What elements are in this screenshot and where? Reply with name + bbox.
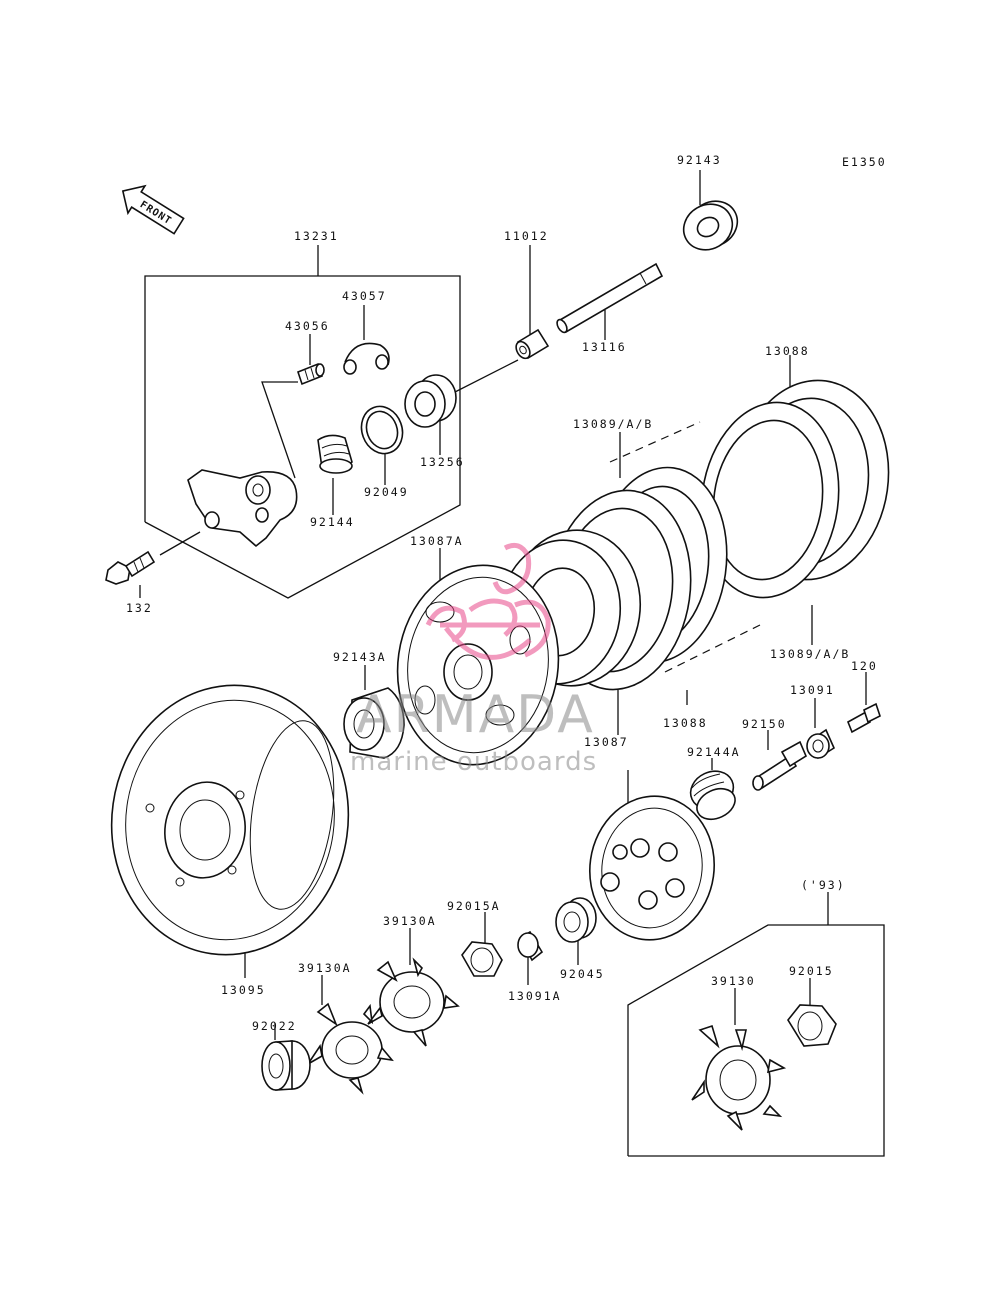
label-13256: 13256	[420, 455, 465, 469]
label-13088-bottom: 13088	[663, 716, 708, 730]
part-43056-fitting	[297, 362, 325, 386]
variant-box-93	[627, 924, 885, 1157]
label-92049: 92049	[364, 485, 409, 499]
part-92144-boot	[317, 434, 353, 474]
label-43056: 43056	[285, 319, 330, 333]
part-39130-lockwasher	[691, 1024, 787, 1131]
part-92022-needle-bearing	[261, 1040, 311, 1091]
leader-lines	[139, 170, 867, 1040]
part-13091a-collar	[517, 930, 544, 962]
label-variant-93: ('93)	[801, 878, 846, 892]
label-92150: 92150	[742, 717, 787, 731]
label-13089ab-top: 13089/A/B	[573, 417, 653, 431]
label-13091a: 13091A	[508, 989, 562, 1003]
part-13116-push-rod	[556, 262, 664, 334]
label-39130: 39130	[711, 974, 756, 988]
part-39130a-lockwasher-2	[307, 1002, 394, 1095]
label-13087a: 13087A	[410, 534, 464, 548]
part-13087-pressure-plate	[588, 795, 716, 941]
label-120: 120	[851, 659, 878, 673]
part-92049-ring	[360, 405, 404, 455]
part-92143a-collar	[343, 687, 405, 759]
label-92144: 92144	[310, 515, 355, 529]
part-92015a-nut	[461, 941, 503, 977]
label-13095: 13095	[221, 983, 266, 997]
label-92045: 92045	[560, 967, 605, 981]
part-13256-bearing	[404, 374, 457, 428]
watermark: ARMADA marine outboards	[350, 542, 597, 777]
part-92045-bearing	[555, 897, 597, 943]
label-92144a: 92144A	[687, 745, 741, 759]
label-92143a: 92143A	[333, 650, 387, 664]
label-39130a-1: 39130A	[383, 914, 437, 928]
label-39130a-2: 39130A	[298, 961, 352, 975]
watermark-brand: ARMADA	[356, 685, 595, 745]
part-13095-outer-housing	[110, 684, 350, 956]
part-11012-bushing	[515, 328, 550, 360]
part-43057-clip	[343, 342, 390, 375]
label-43057: 43057	[342, 289, 387, 303]
part-13231-release-housing	[187, 469, 298, 548]
part-labels: 92143 13231 43057 43056 11012 13116 1325…	[126, 153, 878, 1033]
label-13087: 13087	[584, 735, 629, 749]
part-92150-bolt	[752, 740, 808, 791]
part-92143-seal	[682, 200, 739, 251]
part-92144a-spring	[689, 770, 736, 821]
part-13091-collar	[806, 728, 836, 760]
part-13089-steel-plate-top	[700, 401, 840, 599]
label-92015a: 92015A	[447, 899, 501, 913]
assembly-box-13231	[144, 245, 461, 599]
part-132-bolt	[105, 550, 156, 585]
label-11012: 11012	[504, 229, 549, 243]
part-120-bolt	[846, 702, 881, 734]
diagram-code: E1350	[842, 155, 887, 169]
watermark-tagline: marine outboards	[350, 747, 597, 777]
watermark-logo-icon	[425, 542, 551, 660]
part-39130a-lockwasher-1	[367, 957, 460, 1047]
label-13091: 13091	[790, 683, 835, 697]
label-92143: 92143	[677, 153, 722, 167]
label-92022: 92022	[252, 1019, 297, 1033]
part-92015-nut	[787, 1004, 837, 1047]
label-13088-top: 13088	[765, 344, 810, 358]
label-92015: 92015	[789, 964, 834, 978]
front-arrow-icon: FRONT	[121, 184, 185, 235]
label-13116: 13116	[582, 340, 627, 354]
label-132: 132	[126, 601, 153, 615]
label-13231: 13231	[294, 229, 339, 243]
label-13089ab-bottom: 13089/A/B	[770, 647, 850, 661]
